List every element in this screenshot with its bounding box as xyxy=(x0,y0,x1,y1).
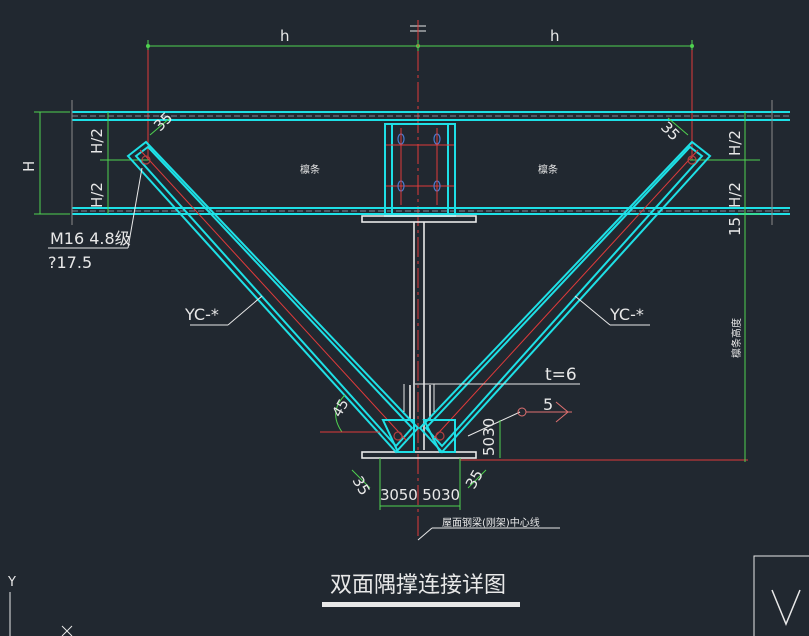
top-dimension: h h xyxy=(146,25,694,110)
angle-mark: 45 xyxy=(320,394,380,433)
title-text: 双面隅撑连接详图 xyxy=(330,573,506,598)
purlin-beam[interactable] xyxy=(71,100,790,225)
dim-H2-lower-right: H/2 xyxy=(726,182,744,208)
bolt-spec: M16 4.8级 xyxy=(50,229,131,248)
dim-h-right: h xyxy=(550,27,560,45)
brace-label-right: YC-* xyxy=(609,305,644,324)
brace-label-left: YC-* xyxy=(184,305,219,324)
reference-lines xyxy=(147,20,748,540)
top-35-dims: 35 35 xyxy=(149,109,689,144)
dim-35-lower-right: 35 xyxy=(462,466,487,492)
ucs-y-label: Y xyxy=(7,575,16,590)
dim-5030: 5030 xyxy=(480,418,498,456)
drawing-title: 双面隅撑连接详图 xyxy=(322,573,520,607)
steel-column[interactable] xyxy=(361,222,477,459)
purlin-label-left: 檩条 xyxy=(300,163,320,176)
purlin-label-right: 檩条 xyxy=(538,163,558,176)
brace-right[interactable] xyxy=(418,140,712,454)
hole-spec: ?17.5 xyxy=(48,253,92,272)
viewcube-icon[interactable] xyxy=(753,555,809,636)
dim-bottom: 3050 5030 xyxy=(380,486,460,504)
right-dimensions: H/2 H/2 15 檩条高度 xyxy=(690,112,760,462)
dim-H: H xyxy=(20,161,38,172)
brace-labels: YC-* YC-* xyxy=(184,295,650,326)
dim-35-upper-right: 35 xyxy=(657,118,683,144)
weld-symbol: 5 xyxy=(467,395,572,437)
dim-H2-lower-left: H/2 xyxy=(88,182,106,208)
plate-thickness: t=6 xyxy=(545,365,577,385)
vertical-dim-label: 檩条高度 xyxy=(730,318,743,358)
bolt-markers xyxy=(141,155,697,441)
connection-plate[interactable] xyxy=(361,123,477,223)
left-dimensions: H H/2 H/2 xyxy=(20,111,150,215)
brace-left[interactable] xyxy=(126,140,420,454)
dim-H2-upper-left: H/2 xyxy=(88,128,106,154)
bolt-callout: M16 4.8级 ?17.5 xyxy=(48,167,143,272)
plate-thickness-note: t=6 xyxy=(403,365,580,412)
dim-15: 15 xyxy=(726,217,744,236)
angle-45: 45 xyxy=(330,397,353,420)
weld-size: 5 xyxy=(543,395,553,414)
centerline-note: 屋面钢梁(刚架)中心线 xyxy=(417,516,560,541)
centerline-note-text: 屋面钢梁(刚架)中心线 xyxy=(442,516,540,529)
dim-35-lower-left: 35 xyxy=(349,473,374,499)
dim-5030-vertical: 5030 xyxy=(480,418,501,458)
dim-h-left: h xyxy=(280,27,290,45)
ucs-icon: Y xyxy=(7,575,73,636)
dim-H2-upper-right: H/2 xyxy=(726,130,744,156)
